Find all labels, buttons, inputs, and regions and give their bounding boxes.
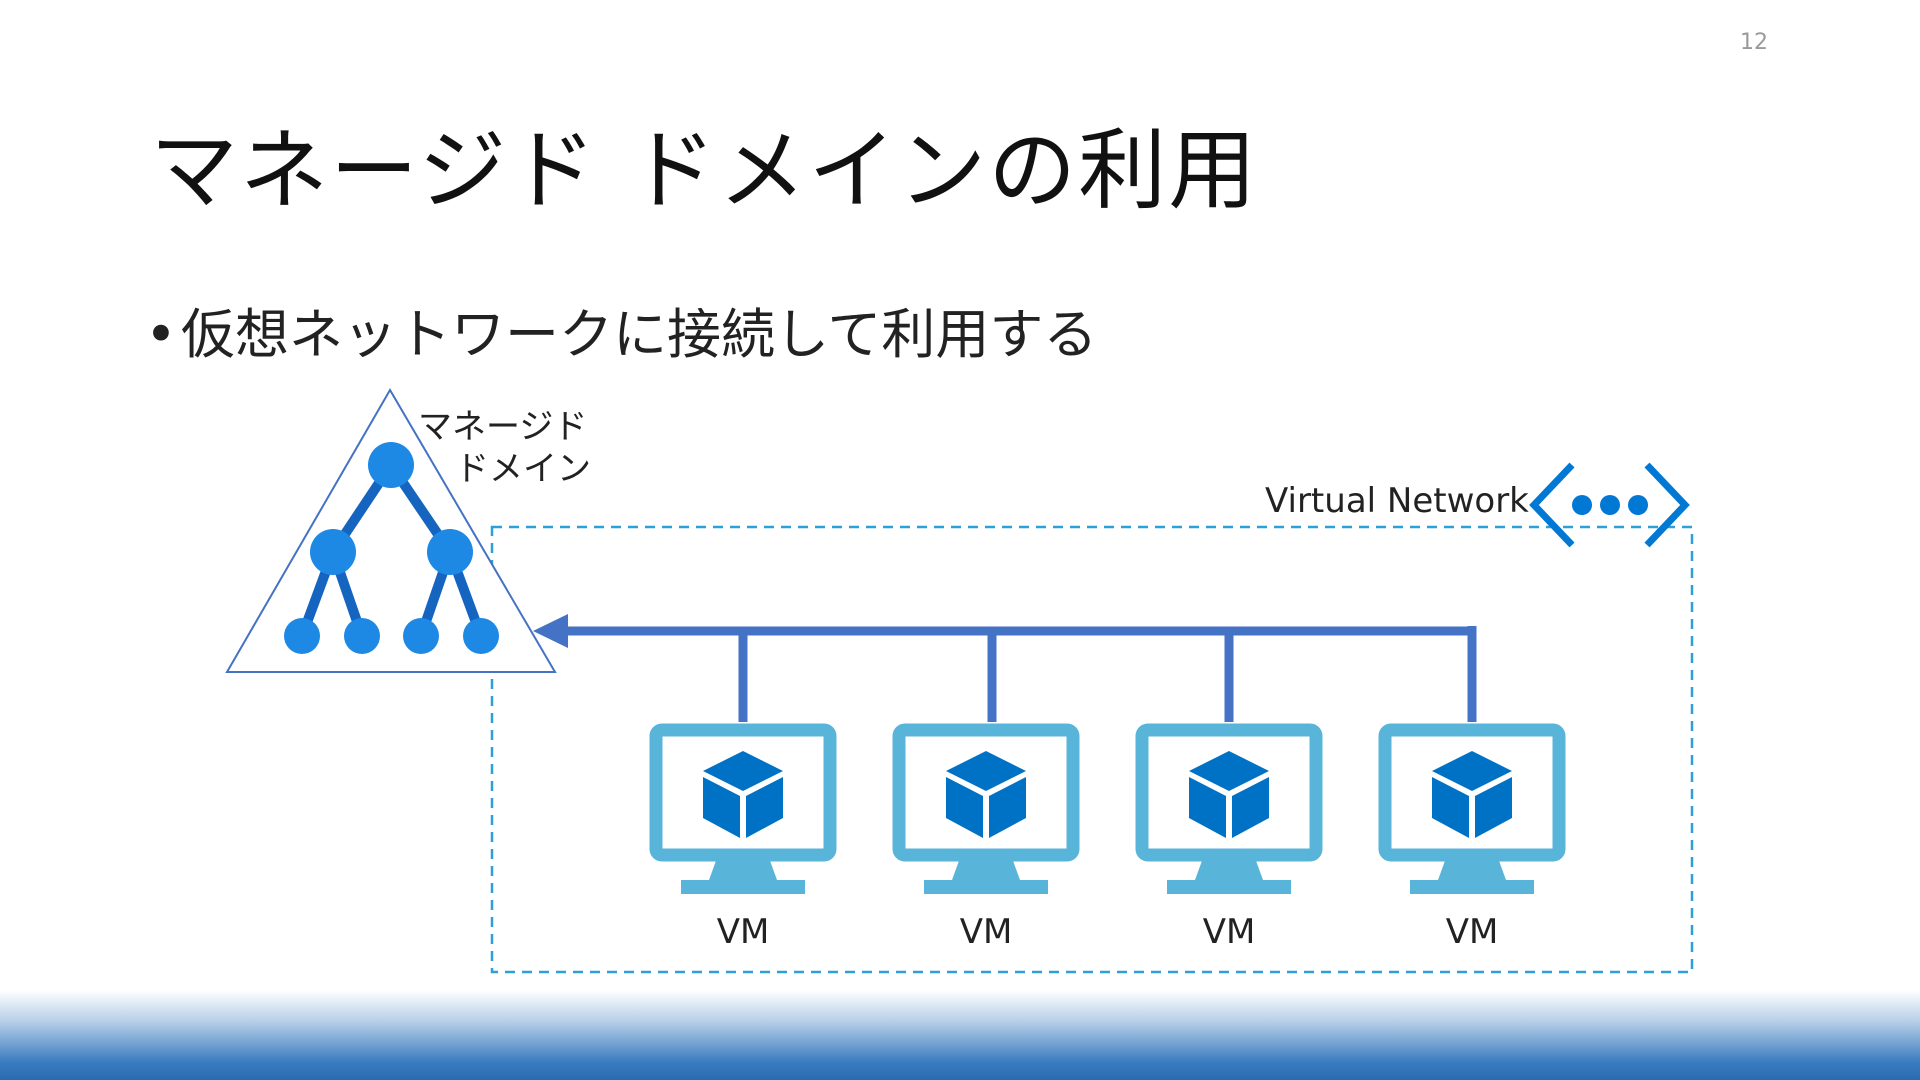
vm-node: VM — [649, 723, 837, 952]
virtual-network-label: Virtual Network — [1265, 481, 1529, 521]
monitor-icon — [649, 723, 837, 894]
bullet-item: •仮想ネットワークに接続して利用する — [145, 290, 1097, 369]
page-number: 12 — [1740, 30, 1768, 55]
monitor-icon — [1378, 723, 1566, 894]
bullet-marker: • — [145, 303, 177, 366]
vm-label: VM — [717, 912, 770, 952]
vm-label: VM — [1446, 912, 1499, 952]
managed-domain-label-line1: マネージド — [418, 407, 587, 447]
bullet-text: 仮想ネットワークに接続して利用する — [181, 303, 1098, 366]
connection-lines — [533, 614, 1477, 722]
monitor-icon — [892, 723, 1080, 894]
vm-label: VM — [960, 912, 1013, 952]
directory-tree-icon — [284, 442, 499, 654]
monitor-icon — [1135, 723, 1323, 894]
vm-label: VM — [1203, 912, 1256, 952]
vm-node: VM — [1378, 723, 1566, 952]
managed-domain-label-line2: ドメイン — [455, 449, 591, 489]
virtual-network-boundary — [490, 525, 1694, 974]
vm-node: VM — [1135, 723, 1323, 952]
cube-icon — [946, 751, 1026, 838]
cube-icon — [703, 751, 783, 838]
vm-node: VM — [892, 723, 1080, 952]
cube-icon — [1432, 751, 1512, 838]
arrow-head — [533, 614, 568, 648]
footer-gradient-band — [0, 990, 1920, 1080]
cube-icon — [1189, 751, 1269, 838]
virtual-network-icon — [1529, 462, 1690, 548]
slide-title: マネージド ドメインの利用 — [150, 119, 1259, 222]
